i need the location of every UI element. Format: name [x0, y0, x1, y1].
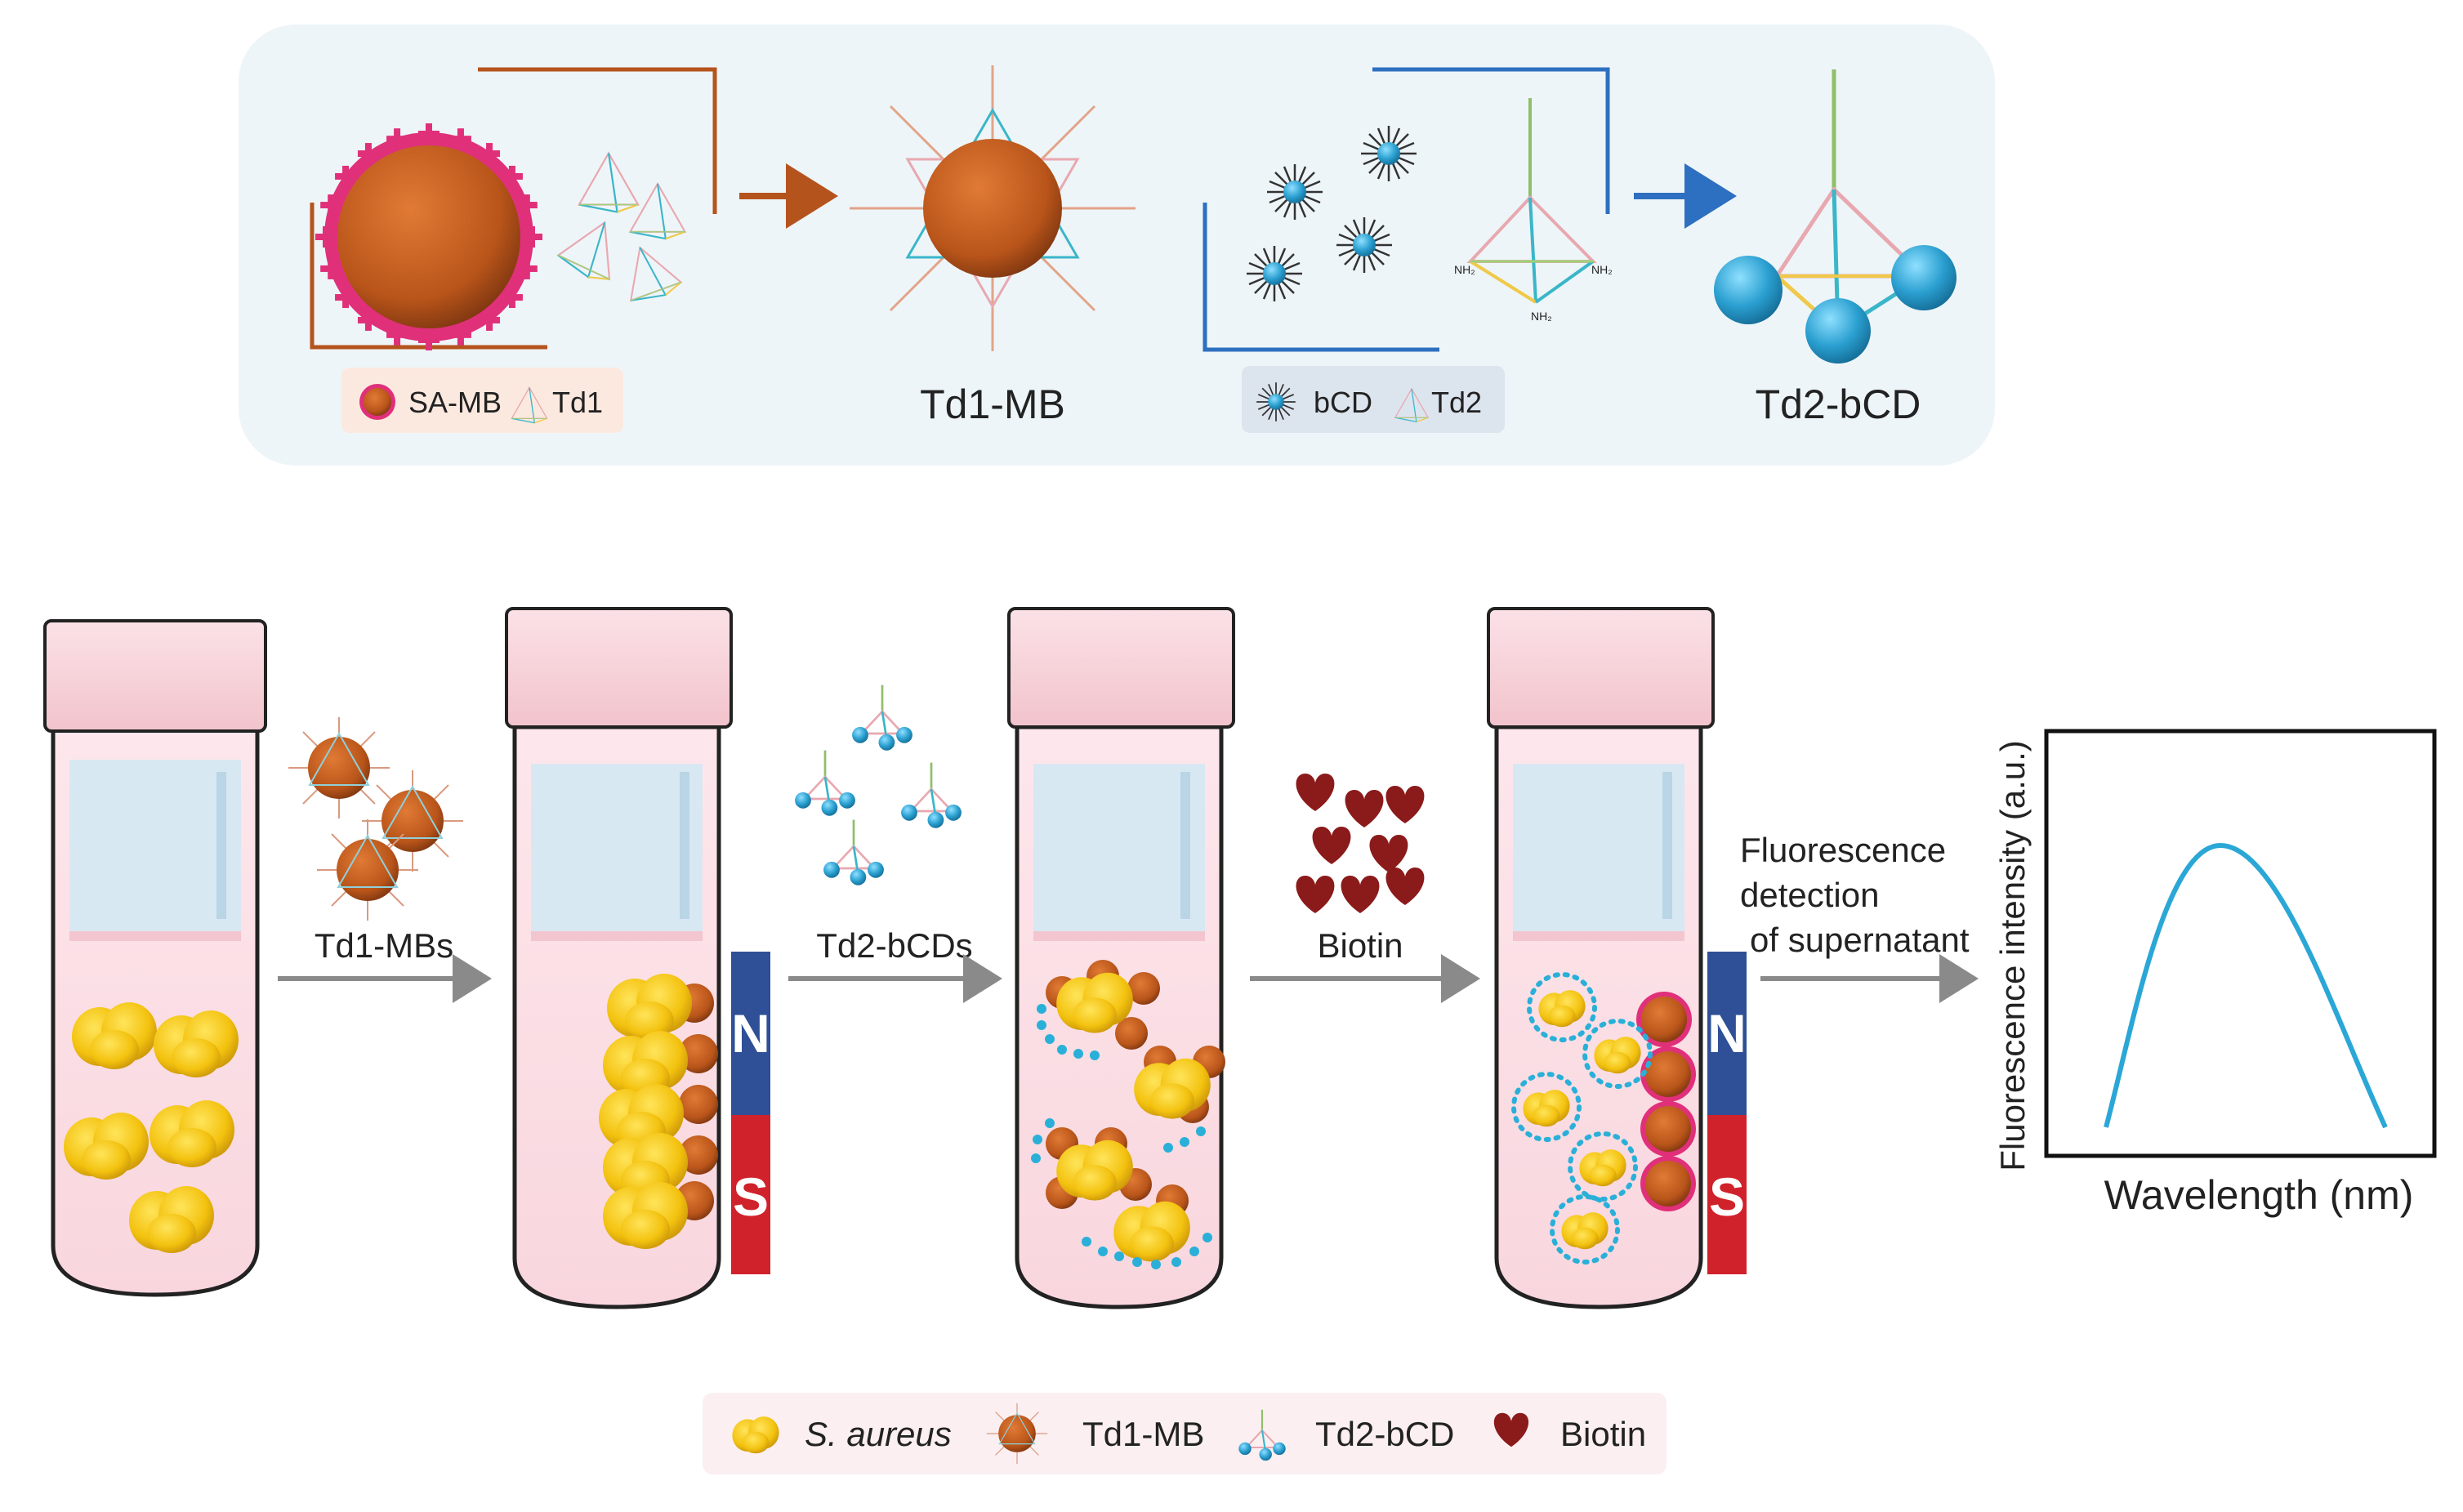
magnet-2-north: N	[1707, 1003, 1747, 1064]
step1-frame	[310, 67, 717, 350]
sa-mb-legend-label: SA-MB	[408, 386, 502, 419]
plot-ylabel: Fluorescence intensity (a.u.)	[1993, 740, 2032, 1171]
streptavidin-cross	[508, 165, 515, 187]
streptavidin-cross	[529, 226, 535, 248]
captured-beads-tube4	[1636, 992, 1696, 1211]
step1-legend-box	[341, 368, 623, 433]
sa-mb-legend-icon	[359, 384, 395, 420]
streptavidin-cross	[328, 257, 335, 279]
streptavidin-cross	[457, 128, 464, 150]
td1-mb-icon	[986, 1403, 1048, 1465]
td1-mb-product	[850, 65, 1136, 351]
legend-td1-mb-label: Td1-MB	[1082, 1415, 1204, 1453]
streptavidin-cross	[342, 165, 350, 187]
magnet-1-north: N	[731, 1003, 770, 1064]
streptavidin-cross	[323, 226, 329, 248]
td2-tetrahedron: NH₂ NH₂ NH₂	[1454, 98, 1613, 323]
td2-legend-label: Td2	[1431, 386, 1482, 419]
streptavidin-cross	[523, 257, 530, 279]
magnet-2: N S	[1707, 952, 1747, 1274]
td1-legend-label: Td1	[552, 386, 603, 419]
arrow4-label-line2: detection	[1740, 876, 1879, 914]
fluorescence-plot: Wavelength (nm) Fluorescence intensity (…	[1993, 729, 2437, 1218]
magnet-1: N S	[731, 952, 770, 1274]
td2-nh2-label-right: NH₂	[1591, 263, 1613, 276]
td2-nh2-label-left: NH₂	[1454, 263, 1475, 276]
streptavidin-cross	[328, 194, 335, 216]
tube-3	[1007, 607, 1235, 1309]
streptavidin-cross	[394, 323, 401, 346]
tube-4	[1487, 607, 1715, 1309]
fluorescence-curve	[2104, 842, 2388, 1129]
td2-bcd-product	[1714, 69, 1957, 364]
bcd-legend-icon	[1256, 381, 1296, 422]
tube-1	[43, 619, 267, 1297]
legend-biotin-label: Biotin	[1560, 1415, 1646, 1453]
arrow1-label: Td1-MBs	[315, 926, 453, 965]
plot-xlabel: Wavelength (nm)	[2104, 1172, 2414, 1218]
legend-td2-bcd-label: Td2-bCD	[1315, 1415, 1454, 1453]
streptavidin-cross	[426, 329, 432, 350]
bottom-legend-box	[703, 1393, 1667, 1474]
streptavidin-cross	[426, 123, 432, 145]
arrow3-label: Biotin	[1317, 926, 1403, 965]
streptavidin-cross	[486, 309, 493, 331]
streptavidin-cross	[486, 143, 493, 165]
step2-legend-box	[1242, 366, 1505, 433]
streptavidin-cross	[364, 143, 372, 165]
legend-s-aureus-label: S. aureus	[805, 1415, 952, 1453]
arrow4-label-line3: of supernatant	[1750, 921, 1970, 959]
bcd-legend-label: bCD	[1314, 386, 1372, 419]
arrow2-label: Td2-bCDs	[816, 926, 972, 965]
td1-mbs-reagent	[288, 716, 464, 921]
streptavidin-cross	[364, 309, 372, 331]
plot-frame	[2044, 729, 2437, 1158]
td2-bcds-reagent	[793, 684, 963, 887]
complex-tube3	[1031, 960, 1225, 1269]
biotin-reagent	[1296, 774, 1425, 913]
arrow4-label-line1: Fluorescence	[1740, 831, 1946, 869]
td1-mb-label: Td1-MB	[920, 381, 1065, 427]
streptavidin-cross	[508, 287, 515, 309]
td2-nh2-label-bottom: NH₂	[1531, 310, 1552, 323]
streptavidin-cross	[457, 323, 464, 346]
td2-bcd-label: Td2-bCD	[1756, 381, 1921, 427]
sa-mb-bead	[315, 123, 542, 350]
streptavidin-cross	[342, 287, 350, 309]
streptavidin-cross	[394, 128, 401, 150]
tube-2	[505, 607, 733, 1309]
released-complexes-tube4	[1511, 972, 1653, 1264]
magnet-1-south: S	[733, 1166, 769, 1227]
streptavidin-cross	[523, 194, 530, 216]
top-panel-background	[239, 25, 1995, 466]
step2-frame	[1202, 67, 1610, 352]
magnet-2-south: S	[1709, 1166, 1745, 1227]
